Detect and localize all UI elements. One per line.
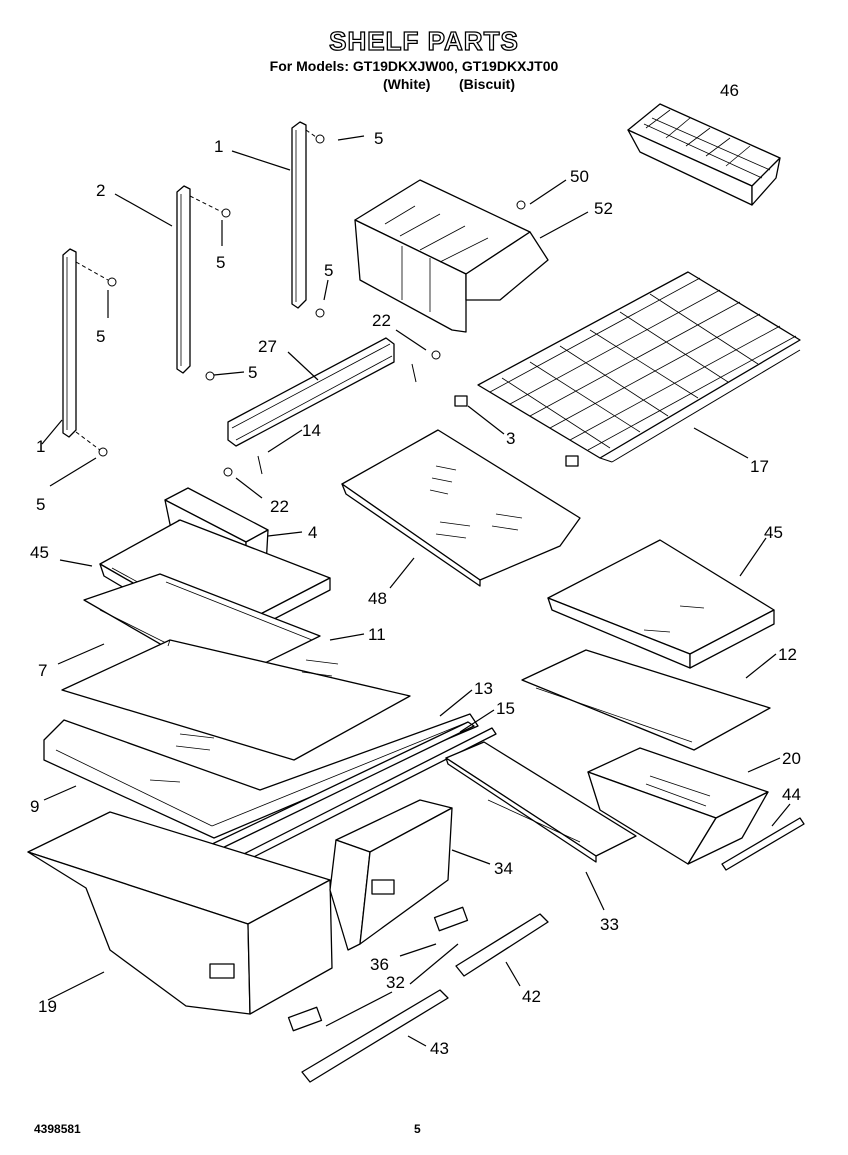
rail-left-part-1: [62, 129, 317, 457]
crisper-cover-frame-part-9: [43, 713, 479, 839]
wire-shelf-part-17: [454, 271, 801, 467]
callout-50: 50: [570, 167, 589, 186]
callout-4: 4: [308, 523, 317, 542]
callout-45-left: 45: [30, 543, 49, 562]
page-number: 5: [414, 1122, 421, 1136]
trim-part-42: [455, 913, 549, 977]
callout-33: 33: [600, 915, 619, 934]
callout-14: 14: [302, 421, 321, 440]
trim-part-43: [301, 989, 449, 1083]
trim-part-44: [721, 817, 805, 871]
callout-43: 43: [430, 1039, 449, 1058]
callout-46: 46: [720, 81, 739, 100]
shelf-frame-part-12: [521, 649, 771, 751]
callout-3: 3: [506, 429, 515, 448]
variant-biscuit: (Biscuit): [459, 76, 515, 92]
callout-34: 34: [494, 859, 513, 878]
callout-15: 15: [496, 699, 515, 718]
callout-22-top: 22: [372, 311, 391, 330]
shelf-part-45-right: [547, 539, 775, 669]
document-number: 4398581: [34, 1122, 81, 1136]
callout-5-lower: 5: [248, 363, 257, 382]
callout-5-bottom: 5: [36, 495, 45, 514]
callout-1-bottom: 1: [36, 437, 45, 456]
meat-pan-cover-part-52: [354, 179, 549, 333]
callout-36: 36: [370, 955, 389, 974]
ice-tray-part-46: [627, 103, 781, 206]
callout-2: 2: [96, 181, 105, 200]
snack-bin-part-20: [587, 747, 769, 865]
callout-5-mid: 5: [216, 253, 225, 272]
shelf-bracket-part-27: [223, 337, 441, 477]
callout-5-right: 5: [324, 261, 333, 280]
pan-slide-part-33: [445, 741, 637, 863]
rail-right-part-1: [291, 121, 325, 318]
callout-7: 7: [38, 661, 47, 680]
clip-part-32: [287, 1006, 323, 1032]
callout-45-right: 45: [764, 523, 783, 542]
crisper-pan-part-34: [329, 799, 453, 951]
callout-22-bottom: 22: [270, 497, 289, 516]
callout-12: 12: [778, 645, 797, 664]
callout-5-left: 5: [96, 327, 105, 346]
clip-part-36: [433, 906, 469, 932]
glass-shelf-part-48: [341, 429, 581, 587]
callout-52: 52: [594, 199, 613, 218]
callout-32: 32: [386, 973, 405, 992]
callout-42: 42: [522, 987, 541, 1006]
glass-panel-part-11: [61, 639, 411, 761]
callout-13: 13: [474, 679, 493, 698]
callout-20: 20: [782, 749, 801, 768]
callout-17: 17: [750, 457, 769, 476]
page-title: SHELF PARTS: [329, 25, 519, 56]
callout-1-top: 1: [214, 137, 223, 156]
callout-11: 11: [368, 625, 386, 644]
callout-5-top: 5: [374, 129, 383, 148]
callout-9: 9: [30, 797, 39, 816]
callout-19: 19: [38, 997, 57, 1016]
crisper-pan-part-19: [27, 811, 333, 1015]
callout-48: 48: [368, 589, 387, 608]
leader-lines: [41, 135, 791, 1047]
models-line: For Models: GT19DKXJW00, GT19DKXJT00: [269, 58, 559, 74]
variant-white: (White): [383, 76, 431, 92]
callout-labels: 1 5 2 5 5 5 5 1 5 46 50 52 22 27 14 22 3…: [30, 81, 801, 1058]
callout-44: 44: [782, 785, 801, 804]
callout-27: 27: [258, 337, 277, 356]
rail-middle-part-2: [176, 185, 231, 381]
